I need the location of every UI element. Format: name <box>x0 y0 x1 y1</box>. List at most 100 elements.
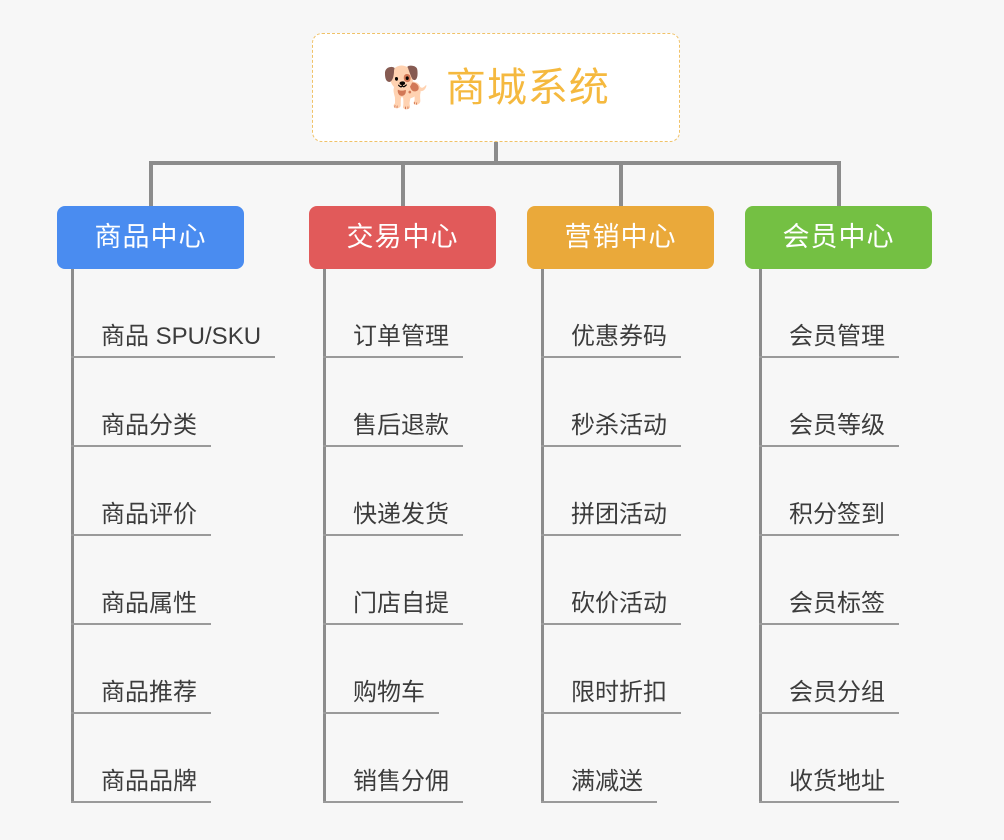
horizontal-bus-connector <box>149 161 841 165</box>
branch-marketing-center: 营销中心 优惠券码 秒杀活动 拼团活动 砍价活动 限时折扣 <box>527 206 714 803</box>
branch-header-label: 会员中心 <box>782 222 895 252</box>
branch-header-product-center[interactable]: 商品中心 <box>57 206 244 269</box>
branch-member-center: 会员中心 会员管理 会员等级 积分签到 会员标签 会员分组 <box>745 206 932 803</box>
leaf-list: 订单管理 售后退款 快递发货 门店自提 购物车 销售分佣 <box>309 269 539 803</box>
leaf-underline <box>71 356 276 358</box>
branch-header-label: 商品中心 <box>94 222 207 252</box>
leaf-label: 购物车 <box>353 679 425 706</box>
branch-trade-center: 交易中心 订单管理 售后退款 快递发货 门店自提 购物车 <box>309 206 496 803</box>
list-item[interactable]: 会员标签 <box>745 536 975 625</box>
leaf-label: 满减送 <box>571 768 643 795</box>
branch-spine <box>323 269 326 803</box>
leaf-underline <box>541 623 681 625</box>
leaf-underline <box>541 445 681 447</box>
leaf-label: 积分签到 <box>789 501 885 528</box>
leaf-underline <box>323 712 439 714</box>
branch-spine <box>759 269 762 803</box>
leaf-label: 商品评价 <box>101 501 197 528</box>
leaf-label: 门店自提 <box>353 590 449 617</box>
list-item[interactable]: 商品分类 <box>57 358 287 447</box>
leaf-underline <box>71 445 211 447</box>
leaf-label: 会员等级 <box>789 412 885 439</box>
leaf-label: 会员管理 <box>789 323 885 350</box>
branch-product-center: 商品中心 商品 SPU/SKU 商品分类 商品评价 商品属性 商品推荐 <box>57 206 276 803</box>
leaf-underline <box>759 801 899 803</box>
leaf-label: 优惠券码 <box>571 323 667 350</box>
leaf-label: 砍价活动 <box>571 590 667 617</box>
list-item[interactable]: 商品推荐 <box>57 625 287 714</box>
leaf-list: 优惠券码 秒杀活动 拼团活动 砍价活动 限时折扣 满减送 <box>527 269 757 803</box>
drop-connector-3 <box>619 161 623 208</box>
leaf-underline <box>71 534 211 536</box>
leaf-underline <box>323 356 463 358</box>
root-node[interactable]: 🐕 商城系统 <box>312 33 680 142</box>
list-item[interactable]: 商品属性 <box>57 536 287 625</box>
leaf-list: 会员管理 会员等级 积分签到 会员标签 会员分组 收货地址 <box>745 269 975 803</box>
branch-spine <box>541 269 544 803</box>
list-item[interactable]: 会员分组 <box>745 625 975 714</box>
leaf-underline <box>541 712 681 714</box>
leaf-label: 会员分组 <box>789 679 885 706</box>
leaf-underline <box>71 623 211 625</box>
dog-face-icon: 🐕 <box>382 65 432 110</box>
leaf-label: 商品推荐 <box>101 679 197 706</box>
list-item[interactable]: 商品品牌 <box>57 714 287 803</box>
list-item[interactable]: 优惠券码 <box>527 269 757 358</box>
branch-spine <box>71 269 74 803</box>
leaf-underline <box>71 801 211 803</box>
leaf-underline <box>541 534 681 536</box>
list-item[interactable]: 商品评价 <box>57 447 287 536</box>
leaf-underline <box>759 534 899 536</box>
leaf-underline <box>323 445 463 447</box>
leaf-underline <box>759 623 899 625</box>
list-item[interactable]: 门店自提 <box>309 536 539 625</box>
leaf-underline <box>759 712 899 714</box>
leaf-underline <box>323 623 463 625</box>
list-item[interactable]: 快递发货 <box>309 447 539 536</box>
leaf-label: 拼团活动 <box>571 501 667 528</box>
leaf-underline <box>323 534 463 536</box>
list-item[interactable]: 购物车 <box>309 625 539 714</box>
branch-header-trade-center[interactable]: 交易中心 <box>309 206 496 269</box>
list-item[interactable]: 订单管理 <box>309 269 539 358</box>
leaf-underline <box>71 712 211 714</box>
list-item[interactable]: 拼团活动 <box>527 447 757 536</box>
leaf-underline <box>759 356 899 358</box>
leaf-label: 销售分佣 <box>353 768 449 795</box>
leaf-label: 会员标签 <box>789 590 885 617</box>
list-item[interactable]: 会员管理 <box>745 269 975 358</box>
list-item[interactable]: 积分签到 <box>745 447 975 536</box>
leaf-label: 快递发货 <box>353 501 449 528</box>
leaf-label: 商品 SPU/SKU <box>101 323 262 350</box>
list-item[interactable]: 销售分佣 <box>309 714 539 803</box>
leaf-label: 秒杀活动 <box>571 412 667 439</box>
branch-header-label: 营销中心 <box>564 222 677 252</box>
leaf-label: 商品属性 <box>101 590 197 617</box>
drop-connector-4 <box>837 161 841 208</box>
list-item[interactable]: 商品 SPU/SKU <box>57 269 287 358</box>
leaf-label: 订单管理 <box>353 323 449 350</box>
leaf-label: 商品分类 <box>101 412 197 439</box>
leaf-underline <box>323 801 463 803</box>
leaf-label: 收货地址 <box>789 768 885 795</box>
list-item[interactable]: 满减送 <box>527 714 757 803</box>
list-item[interactable]: 售后退款 <box>309 358 539 447</box>
leaf-label: 限时折扣 <box>571 679 667 706</box>
branch-header-marketing-center[interactable]: 营销中心 <box>527 206 714 269</box>
root-node-title: 商城系统 <box>445 65 610 110</box>
branch-header-member-center[interactable]: 会员中心 <box>745 206 932 269</box>
leaf-list: 商品 SPU/SKU 商品分类 商品评价 商品属性 商品推荐 商品品牌 <box>57 269 287 803</box>
list-item[interactable]: 限时折扣 <box>527 625 757 714</box>
leaf-label: 商品品牌 <box>101 768 197 795</box>
branch-header-label: 交易中心 <box>346 222 459 252</box>
leaf-label: 售后退款 <box>353 412 449 439</box>
list-item[interactable]: 收货地址 <box>745 714 975 803</box>
list-item[interactable]: 秒杀活动 <box>527 358 757 447</box>
leaf-underline <box>541 356 681 358</box>
drop-connector-1 <box>149 161 153 208</box>
root-stem-connector <box>494 142 498 164</box>
list-item[interactable]: 砍价活动 <box>527 536 757 625</box>
list-item[interactable]: 会员等级 <box>745 358 975 447</box>
leaf-underline <box>541 801 657 803</box>
